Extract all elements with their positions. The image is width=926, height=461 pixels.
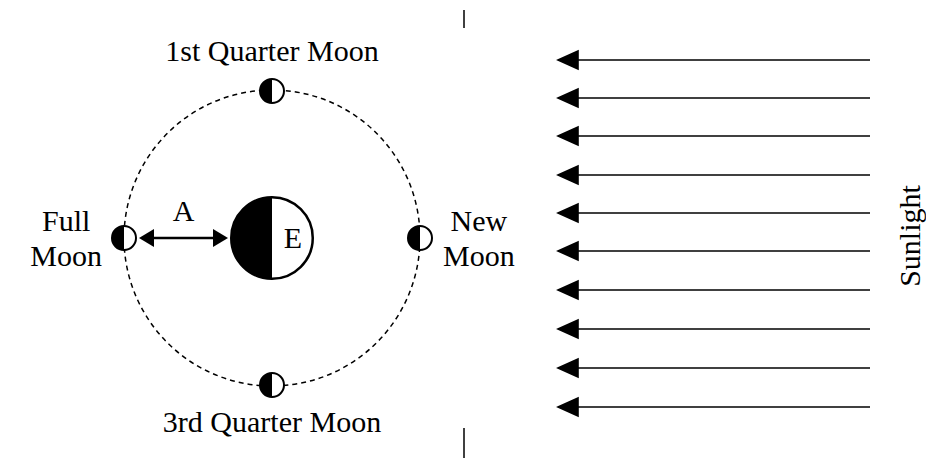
moon-phase-outline: [407, 225, 433, 251]
sun-ray: [574, 135, 870, 137]
moon-phase-outline: [259, 372, 285, 398]
ray-head: [558, 51, 578, 69]
orbit-path: [124, 90, 420, 386]
moon-phase: 3rd Quarter Moon: [259, 372, 285, 398]
sun-ray: [574, 174, 870, 176]
lit-half: [112, 226, 136, 250]
sun-ray: [574, 289, 870, 291]
dark-half: [231, 197, 272, 279]
side-label: Sunlight: [895, 185, 925, 287]
sun-ray: [574, 97, 870, 99]
lit-half: [408, 226, 432, 250]
earth-letter: E: [272, 221, 314, 256]
phase-label: New Moon: [443, 204, 515, 273]
circle-border: [112, 226, 136, 250]
sun-ray: [574, 367, 870, 369]
ray-head: [558, 204, 578, 222]
arrow-head: [213, 229, 228, 247]
dark-half: [260, 373, 272, 397]
tick-mark: [463, 10, 465, 28]
arrow-line: [151, 237, 216, 240]
ray-head: [558, 166, 578, 184]
ray-head: [558, 359, 578, 377]
ray-head: [558, 242, 578, 260]
earth-circle: E: [230, 196, 314, 280]
moon-phase-outline: [111, 225, 137, 251]
sun-ray: [574, 250, 870, 252]
phase-label: Full Moon: [30, 204, 102, 273]
dark-half: [260, 79, 272, 103]
ray-head: [558, 320, 578, 338]
arrow-head: [139, 229, 154, 247]
sun-ray: [574, 328, 870, 330]
tick-mark: [463, 428, 465, 458]
moon-phase: Full Moon: [111, 225, 137, 251]
lit-half: [260, 373, 284, 397]
ray-head: [558, 127, 578, 145]
moon-phase-outline: [259, 78, 285, 104]
phase-label: 1st Quarter Moon: [165, 34, 378, 69]
moon-phase: New Moon: [407, 225, 433, 251]
ray-head: [558, 89, 578, 107]
moon-phase: 1st Quarter Moon: [259, 78, 285, 104]
sunlight-rays: [558, 51, 870, 416]
dark-half: [112, 226, 124, 250]
phase-label: 3rd Quarter Moon: [163, 405, 381, 440]
lit-half: [260, 79, 284, 103]
circle-border: [260, 373, 284, 397]
circle-border: [408, 226, 432, 250]
circle-border: [260, 79, 284, 103]
sun-ray: [574, 212, 870, 214]
sun-ray: [574, 59, 870, 61]
distance-arrow: [139, 229, 228, 247]
sun-ray: [574, 406, 870, 408]
distance-label: A: [171, 196, 197, 226]
dark-half: [408, 226, 420, 250]
ray-head: [558, 281, 578, 299]
ray-head: [558, 398, 578, 416]
